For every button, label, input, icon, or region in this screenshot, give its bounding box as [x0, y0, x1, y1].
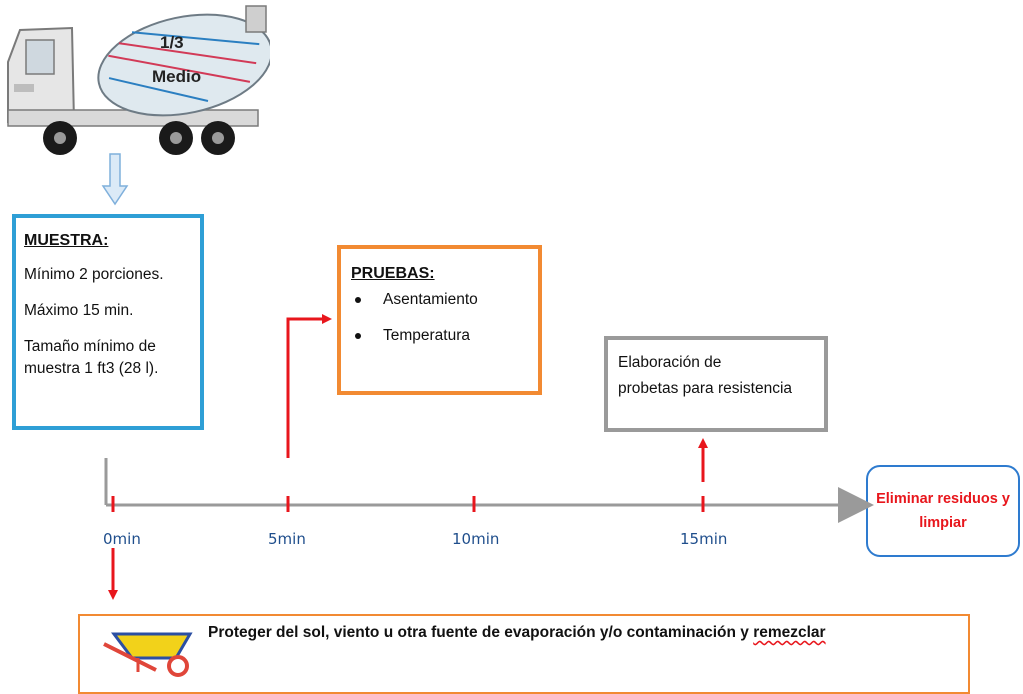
drum-fraction: 1/3	[160, 33, 184, 52]
bullet-icon	[355, 297, 361, 303]
eliminar-line: Eliminar residuos y	[876, 491, 1010, 507]
muestra-box: MUESTRA: Mínimo 2 porciones. Máximo 15 m…	[12, 214, 204, 430]
pruebas-item: Asentamiento	[351, 291, 528, 309]
timeline	[104, 458, 874, 523]
pruebas-item-label: Temperatura	[383, 327, 471, 344]
tick-label-15min: 15min	[680, 530, 728, 548]
tick-label-10min: 10min	[452, 530, 500, 548]
muestra-line: Tamaño mínimo de muestra 1 ft3 (28 l).	[24, 336, 192, 380]
bottom-text-main: Proteger del sol, viento u otra fuente d…	[208, 624, 754, 641]
drum-label: Medio	[152, 67, 201, 86]
tick-label-0min: 0min	[103, 530, 141, 548]
connector-5min-pruebas	[286, 314, 332, 458]
muestra-line-part: muestra 1 ft3 (28 l).	[24, 360, 159, 377]
muestra-line: Máximo 15 min.	[24, 302, 134, 319]
bottom-instruction: Proteger del sol, viento u otra fuente d…	[208, 624, 826, 642]
elaboracion-line: Elaboración de	[618, 354, 722, 371]
pruebas-item-label: Asentamiento	[383, 291, 478, 308]
bullet-icon	[355, 333, 361, 339]
elaboracion-box: Elaboración de probetas para resistencia	[604, 336, 828, 432]
tick-label-5min: 5min	[268, 530, 306, 548]
muestra-line-part: Tamaño mínimo de	[24, 338, 156, 355]
muestra-title: MUESTRA:	[24, 232, 109, 249]
pruebas-title: PRUEBAS:	[351, 265, 435, 282]
mixer-truck-icon: 1/3 Medio	[7, 5, 270, 155]
muestra-line: Mínimo 2 porciones.	[24, 266, 164, 283]
bottom-text-last: remezclar	[753, 624, 826, 641]
down-arrow-icon	[101, 153, 129, 206]
wheelbarrow-icon	[103, 632, 193, 677]
elaboracion-line: probetas para resistencia	[618, 380, 793, 397]
pruebas-item: Temperatura	[351, 327, 528, 345]
pruebas-box: PRUEBAS: Asentamiento Temperatura	[337, 245, 542, 395]
eliminar-line: limpiar	[919, 515, 967, 531]
